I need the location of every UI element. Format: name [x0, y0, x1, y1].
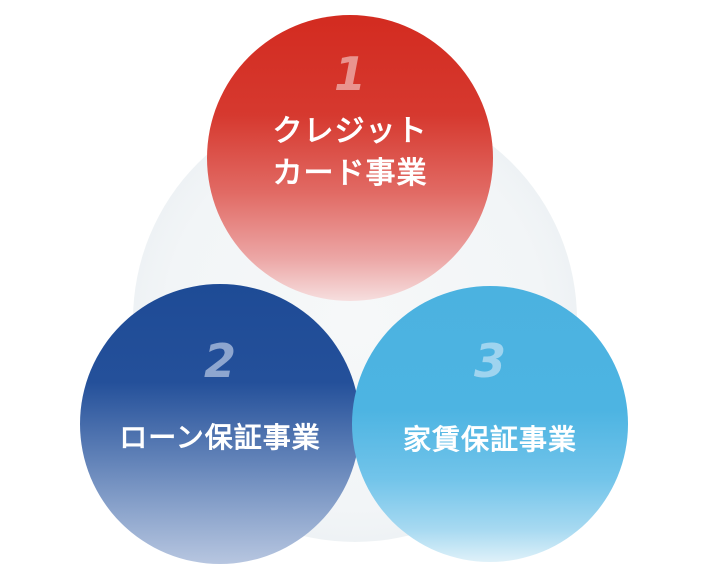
circle-label: クレジット カード事業	[272, 114, 428, 191]
circle-label: ローン保証事業	[119, 421, 321, 454]
circle-rent-guarantee-business: 3 家賃保証事業	[352, 286, 628, 562]
circle-number: 3	[473, 334, 506, 388]
circle-label: 家賃保証事業	[402, 423, 577, 456]
circle-credit-card-business: 1 クレジット カード事業	[207, 15, 493, 301]
circle-number: 2	[203, 334, 236, 388]
circle-loan-guarantee-business: 2 ローン保証事業	[80, 284, 360, 564]
circle-number: 1	[333, 47, 366, 101]
